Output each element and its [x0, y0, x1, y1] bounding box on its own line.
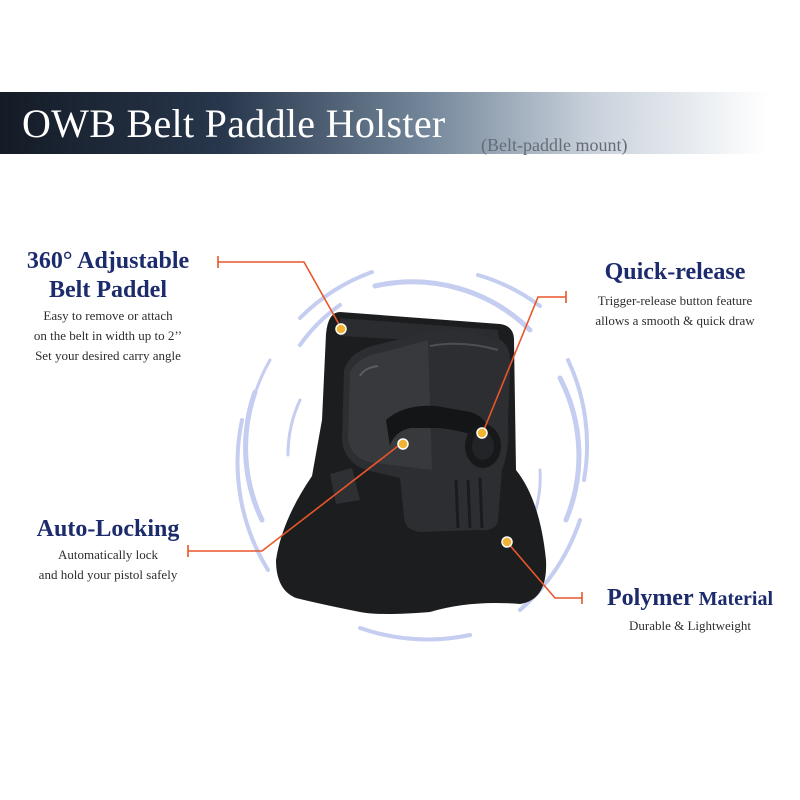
feature-auto-locking-title: Auto-Locking [36, 516, 180, 542]
feature-auto-locking-desc-line: Automatically lock [57, 547, 158, 562]
page-title: OWB Belt Paddle Holster [22, 101, 446, 146]
feature-adjustable-title-line1: 360° Adjustable [26, 248, 190, 274]
feature-auto-locking-desc-line: and hold your pistol safely [38, 567, 178, 582]
marker-dots [335, 323, 513, 548]
feature-adjustable-title-line2: Belt Paddel [49, 277, 167, 303]
feature-polymer-desc-line: Durable & Lightweight [628, 618, 752, 633]
page-subtitle: (Belt-paddle mount) [481, 135, 628, 155]
marker-auto-locking [397, 438, 409, 450]
marker-adjustable [335, 323, 347, 335]
feature-quick-release-title: Quick-release [604, 259, 746, 285]
feature-quick-release-desc-line: Trigger-release button feature [597, 293, 753, 308]
holster-body [276, 312, 547, 614]
feature-adjustable-desc-line: on the belt in width up to 2’’ [33, 328, 183, 343]
feature-polymer-title: Polymer Material [590, 584, 790, 614]
feature-polymer-title-main: Polymer [606, 585, 694, 611]
feature-adjustable-desc: Easy to remove or attach on the belt in … [8, 306, 208, 366]
feature-adjustable-title: 360° Adjustable Belt Paddel [8, 247, 208, 305]
title-banner [0, 92, 800, 154]
feature-adjustable-desc-line: Set your desired carry angle [35, 348, 181, 363]
callout-lines [187, 256, 583, 604]
feature-polymer-title-rest: Material [693, 588, 774, 610]
feature-quick-release-desc-line: allows a smooth & quick draw [595, 313, 755, 328]
feature-adjustable-desc-line: Easy to remove or attach [43, 308, 173, 323]
feature-quick-release-desc: Trigger-release button feature allows a … [570, 291, 780, 331]
marker-polymer [501, 536, 513, 548]
marker-quick-release [476, 427, 488, 439]
feature-polymer-desc: Durable & Lightweight [590, 616, 790, 636]
feature-auto-locking-desc: Automatically lock and hold your pistol … [8, 545, 208, 585]
